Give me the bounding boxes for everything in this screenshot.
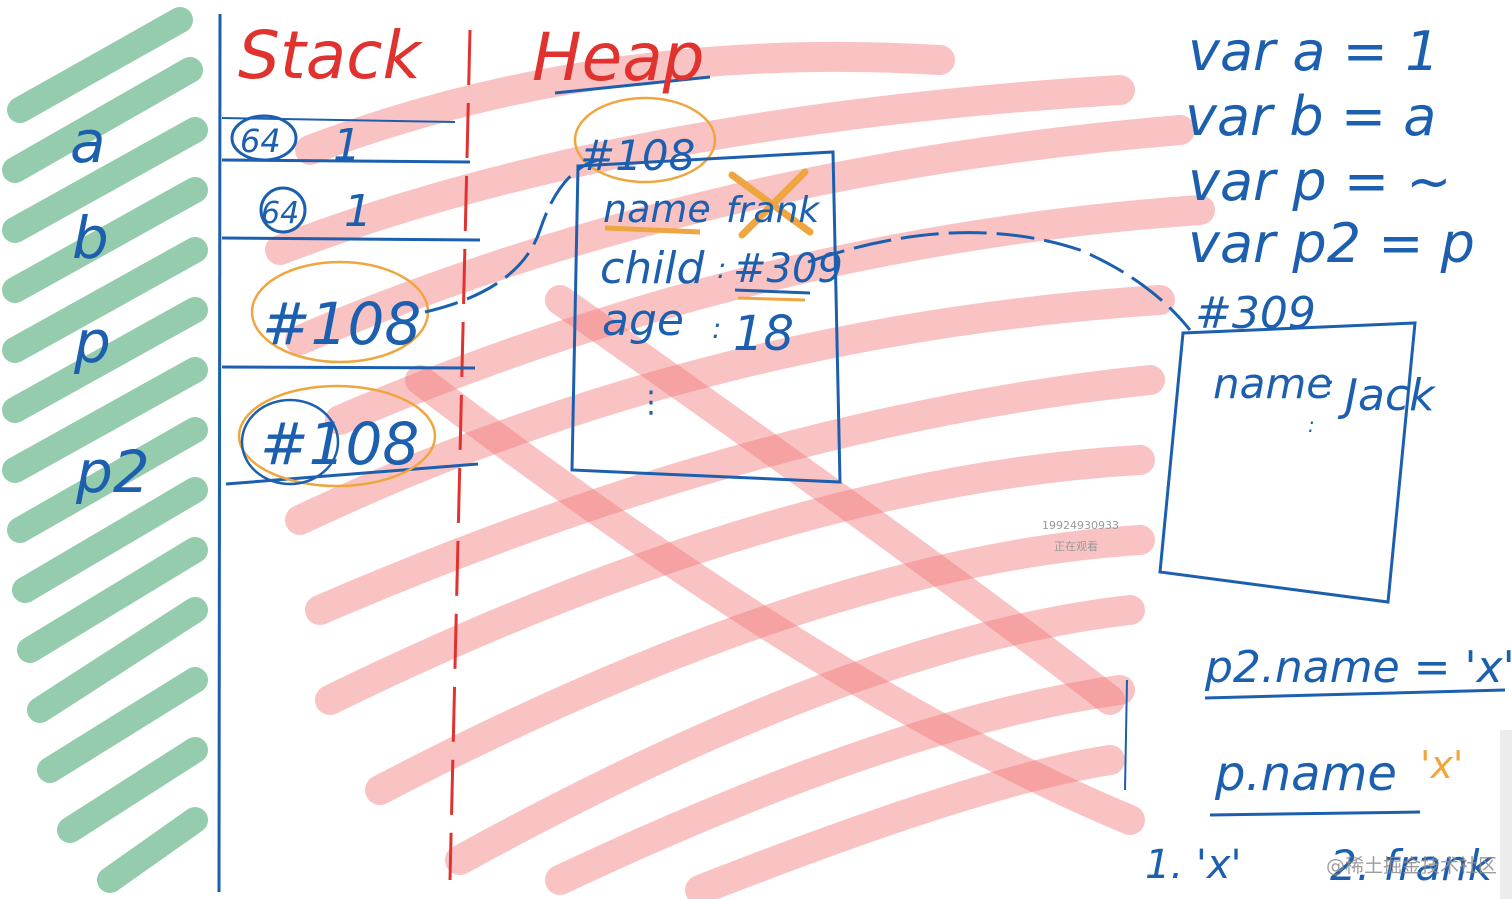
query-underline <box>1209 810 1421 817</box>
slot-p2-ref: #108 <box>260 410 419 478</box>
stack-row-top-line <box>221 117 456 123</box>
type-circle-a <box>230 114 298 162</box>
obj108-address: #108 <box>580 131 695 180</box>
slot-p-ref: #108 <box>262 290 421 358</box>
obj108-name-colon: : <box>700 192 709 222</box>
obj108-child-value: #309 <box>733 246 843 292</box>
ref-circle-p2-inner <box>240 398 340 486</box>
heap-heading: Heap <box>532 19 705 96</box>
assign-underline <box>1204 688 1506 700</box>
obj108-age-colon: : <box>712 312 721 345</box>
obj309-name-colon: : <box>1325 369 1334 402</box>
obj108-child-key: child <box>600 243 706 294</box>
strike-frank-x <box>728 168 814 239</box>
obj309-address: #309 <box>1195 288 1316 339</box>
pointer-child-to-309 <box>807 231 1192 331</box>
type-circle-b <box>259 186 307 234</box>
query-expression: p.name <box>1214 746 1397 802</box>
obj108-name-key: name <box>603 187 711 231</box>
option-2: 2. frank <box>1330 841 1494 890</box>
viewer-id-watermark: 19924930933 <box>1042 519 1119 532</box>
stack-row-divider-2 <box>221 236 481 242</box>
child-ref-underline <box>734 288 811 295</box>
slot-b-value: 1 <box>344 186 372 237</box>
code-line-3: var p = ~ <box>1188 150 1452 213</box>
query-answer: 'x' <box>1420 743 1463 787</box>
var-label-p: p <box>73 308 111 376</box>
heap-heading-underline <box>554 75 711 95</box>
obj108-ellipsis: ⋮ <box>636 385 666 420</box>
green-hatch-scribble <box>2 7 208 893</box>
obj309-name-value: Jack <box>1337 370 1436 421</box>
heap-object-309-box <box>1158 321 1417 604</box>
var-label-b: b <box>72 204 109 272</box>
obj108-child-colon: : <box>717 252 726 285</box>
slot-a-value: 1 <box>333 120 361 171</box>
obj309-name-key: name <box>1213 359 1332 408</box>
var-label-a: a <box>70 108 106 176</box>
ref-circle-p2 <box>237 384 437 488</box>
obj108-age-key: age <box>602 295 684 346</box>
code-line-2: var b = a <box>1185 85 1436 148</box>
viewer-status-watermark: 正在观看 <box>1054 539 1098 553</box>
var-label-p2: p2 <box>75 438 150 506</box>
obj108-age-value: 18 <box>733 306 794 362</box>
scroll-edge <box>1500 730 1512 899</box>
site-watermark: @稀土掘金技术社区 <box>1326 855 1497 877</box>
strike-name-orange <box>604 225 701 235</box>
stack-left-border <box>217 13 222 893</box>
stack-row-divider-3 <box>221 365 476 370</box>
assign-statement: p2.name = 'x' <box>1204 642 1512 693</box>
child-ref-underline-orange <box>737 296 806 302</box>
slot-a-type: 64 <box>240 122 281 160</box>
option-1: 1. 'x' <box>1145 842 1242 888</box>
obj309-ellipsis: : <box>1308 413 1315 437</box>
obj108-name-value: frank <box>726 190 821 231</box>
code-line-1: var a = 1 <box>1188 20 1439 83</box>
pointer-p-to-108 <box>424 158 599 314</box>
answer-area-left-line <box>1124 679 1128 791</box>
stack-heading: Stack <box>238 17 424 94</box>
code-line-4: var p2 = p <box>1188 212 1475 275</box>
heap-object-108-box <box>570 150 842 484</box>
slot-b-type: 64 <box>261 196 299 231</box>
stack-heap-divider <box>448 29 472 881</box>
address-circle-108 <box>573 96 717 184</box>
